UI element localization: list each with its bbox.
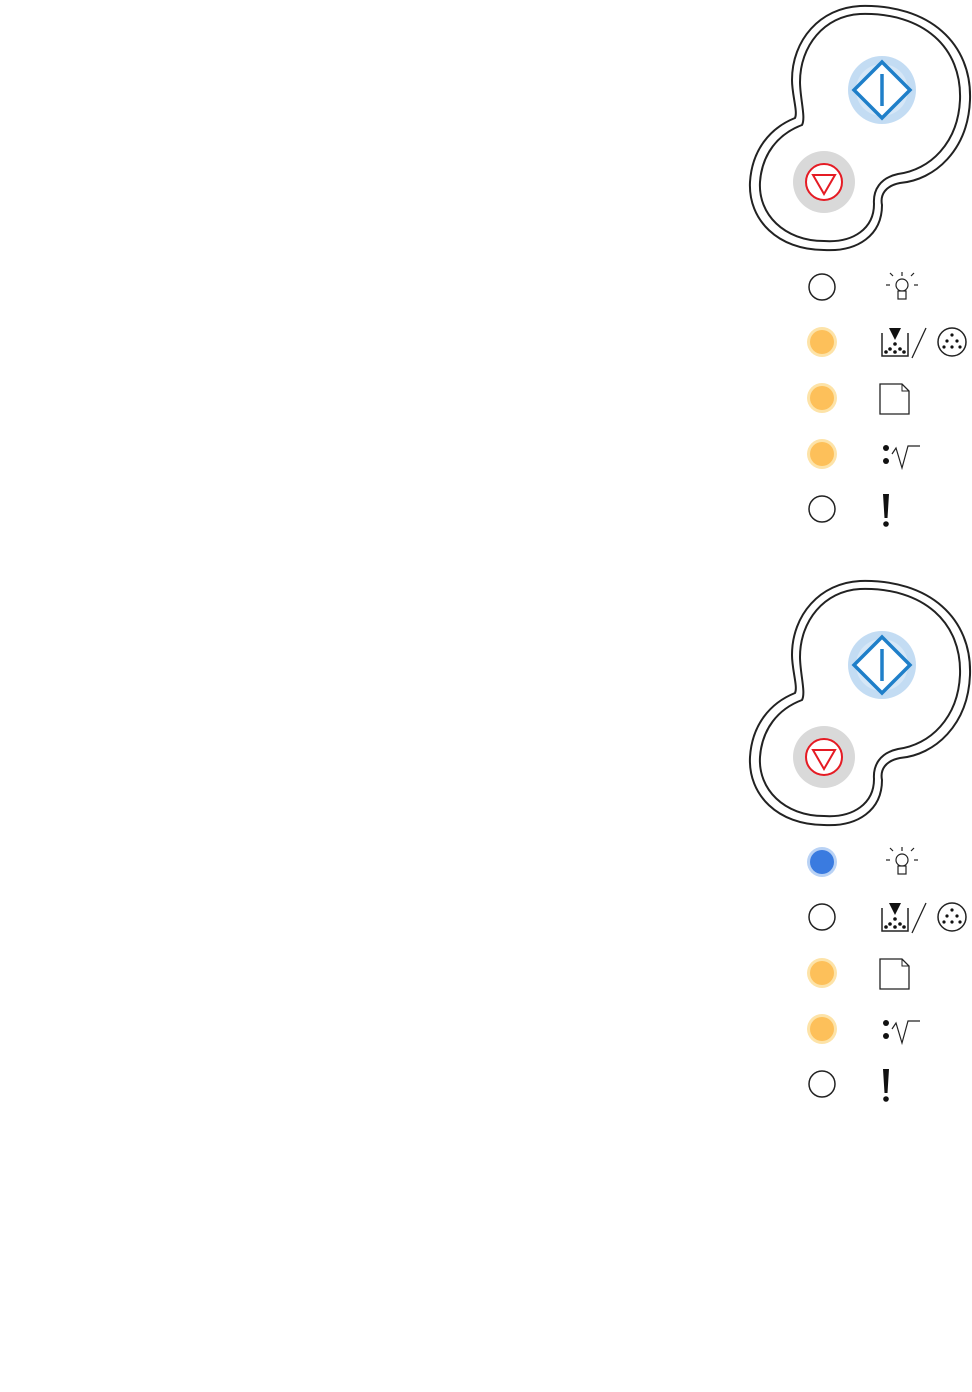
- paper-icon: [880, 959, 909, 989]
- paper-jam-icon: [883, 1020, 920, 1043]
- exclamation-icon: [883, 1069, 889, 1102]
- cancel-button[interactable]: [793, 151, 855, 213]
- toner-photoconductor-icon: [882, 903, 966, 933]
- continue-button[interactable]: [848, 56, 916, 124]
- operator-panel-2: [740, 575, 972, 1135]
- paper-icon: [880, 384, 909, 414]
- light-error: [809, 1071, 835, 1097]
- operator-panel-1: [740, 0, 972, 560]
- light-load-paper: [807, 958, 837, 988]
- light-ready: [809, 274, 835, 300]
- exclamation-icon: [883, 494, 889, 527]
- button-housing: [750, 581, 970, 825]
- button-housing: [750, 6, 970, 250]
- light-paper-jam: [807, 439, 837, 469]
- cancel-button[interactable]: [793, 726, 855, 788]
- paper-jam-icon: [883, 445, 920, 468]
- light-toner: [809, 904, 835, 930]
- lightbulb-icon: [886, 272, 918, 299]
- light-error: [809, 496, 835, 522]
- lightbulb-icon: [886, 847, 918, 874]
- light-load-paper: [807, 383, 837, 413]
- continue-button[interactable]: [848, 631, 916, 699]
- light-ready: [807, 847, 837, 877]
- toner-photoconductor-icon: [882, 328, 966, 358]
- light-toner: [807, 327, 837, 357]
- light-paper-jam: [807, 1014, 837, 1044]
